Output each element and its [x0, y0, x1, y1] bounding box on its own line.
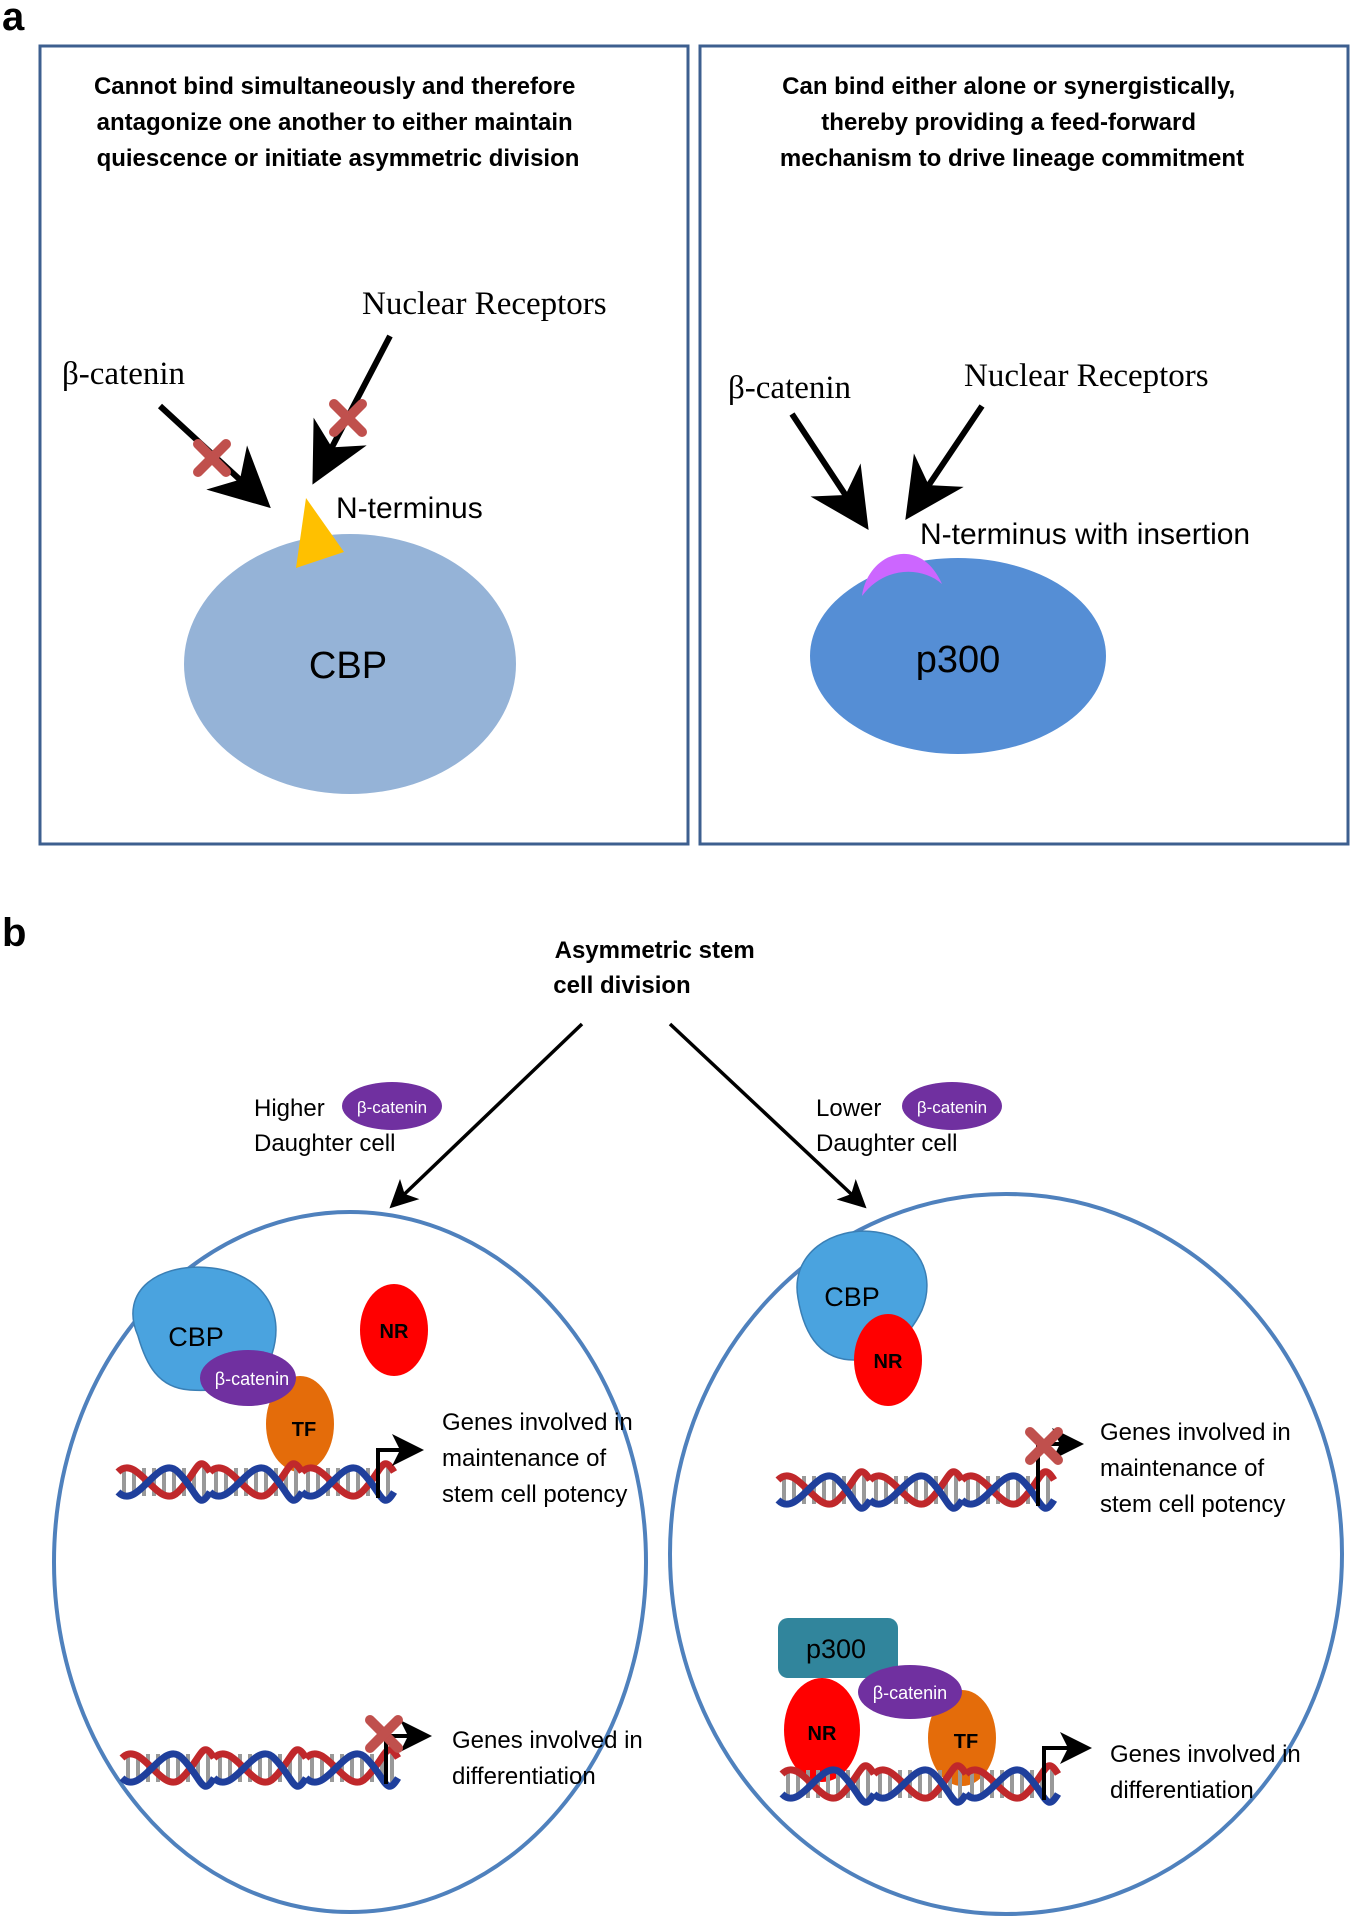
left-daughter-label: Daughter cell — [254, 1130, 395, 1157]
right-nr-top-label: NR — [874, 1351, 903, 1373]
left-promoter-arrow-1 — [376, 1434, 424, 1498]
p300-protein — [810, 558, 1106, 754]
left-beta-catenin-badge-label: β-catenin — [357, 1098, 427, 1117]
right-gene2-line-1: Genes involved in — [1110, 1741, 1301, 1768]
right-tf-label: TF — [954, 1731, 978, 1753]
right-genes-differentiation: Genes involved in differentiation — [1110, 1741, 1307, 1804]
right-beta-catenin-label: β-catenin — [728, 370, 851, 406]
left-beta-catenin — [200, 1350, 296, 1406]
left-tf — [266, 1376, 334, 1472]
left-level-label: Higher — [254, 1095, 325, 1122]
left-beta-catenin-block-icon — [198, 444, 226, 472]
left-nr-label: NR — [380, 1321, 409, 1343]
right-nr-bottom — [784, 1678, 860, 1782]
left-beta-catenin-badge — [342, 1082, 442, 1130]
right-daughter-label: Daughter cell — [816, 1130, 957, 1157]
right-nr-bottom-label: NR — [808, 1723, 837, 1745]
left-gene1-line-1: Genes involved in — [442, 1409, 633, 1436]
left-genes-differentiation: Genes involved in differentiation — [452, 1727, 649, 1790]
right-gene1-line-1: Genes involved in — [1100, 1419, 1291, 1446]
cbp-protein — [184, 534, 516, 794]
left-nuclear-receptors-label: Nuclear Receptors — [362, 286, 607, 322]
cbp-n-terminus-triangle — [296, 498, 344, 568]
left-genes-potency: Genes involved in maintenance of stem ce… — [442, 1409, 639, 1508]
left-cbp-label: CBP — [168, 1322, 224, 1352]
left-dna-2 — [122, 1750, 398, 1787]
left-dna-1 — [118, 1464, 394, 1501]
right-beta-catenin-label: β-catenin — [873, 1683, 947, 1703]
left-daughter-caption: Higher Daughter cell — [254, 1095, 395, 1157]
right-level-label: Lower — [816, 1095, 881, 1122]
right-nuclear-receptors-arrow — [905, 404, 985, 520]
right-beta-catenin-badge-label: β-catenin — [917, 1098, 987, 1117]
right-n-terminus-label: N-terminus with insertion — [920, 518, 1250, 551]
right-caption-line-3: mechanism to drive lineage commitment — [780, 145, 1244, 172]
panel-b-label: b — [2, 911, 26, 955]
left-daughter-cell — [52, 1210, 648, 1914]
left-gene1-line-2: maintenance of — [442, 1445, 606, 1472]
division-arrow-left — [389, 1022, 584, 1209]
left-gene2-line-1: Genes involved in — [452, 1727, 643, 1754]
right-beta-catenin-badge — [902, 1082, 1002, 1130]
cbp-protein-label: CBP — [309, 645, 387, 687]
left-beta-catenin-label: β-catenin — [62, 356, 185, 392]
right-promoter-arrow-2 — [1042, 1732, 1092, 1800]
right-beta-catenin-arrow — [789, 412, 869, 531]
right-daughter-cell — [668, 1192, 1344, 1916]
left-beta-catenin-label: β-catenin — [215, 1369, 289, 1389]
left-tf-label: TF — [292, 1419, 316, 1441]
p300-n-terminus-insertion — [862, 553, 942, 596]
right-dna-1 — [778, 1472, 1054, 1509]
right-dna-2 — [782, 1766, 1058, 1803]
right-caption-line-2: thereby providing a feed-forward — [821, 109, 1196, 136]
panel-a-right-box — [698, 44, 1350, 846]
left-nr-block-icon — [334, 404, 362, 432]
right-cbp-label: CBP — [824, 1282, 880, 1312]
left-box-caption: Cannot bind simultaneously and therefore… — [94, 73, 582, 172]
panel-b-title: Asymmetric stem cell division — [553, 937, 761, 999]
right-tf — [928, 1690, 996, 1786]
right-gene1-line-2: maintenance of — [1100, 1455, 1264, 1482]
right-gene1-line-3: stem cell potency — [1100, 1491, 1285, 1518]
left-n-terminus-label: N-terminus — [336, 492, 483, 525]
left-caption-line-3: quiescence or initiate asymmetric divisi… — [97, 145, 580, 172]
right-gene2-line-2: differentiation — [1110, 1777, 1254, 1804]
right-caption-line-1: Can bind either alone or synergistically… — [782, 73, 1235, 100]
right-p300-label: p300 — [806, 1634, 866, 1664]
panel-a-label: a — [2, 0, 25, 39]
panel-b-title-line-1: Asymmetric stem — [555, 937, 755, 964]
left-caption-line-1: Cannot bind simultaneously and therefore — [94, 73, 575, 100]
left-caption-line-2: antagonize one another to either maintai… — [97, 109, 573, 136]
right-genes-potency: Genes involved in maintenance of stem ce… — [1100, 1419, 1297, 1518]
right-daughter-caption: Lower Daughter cell — [816, 1095, 957, 1157]
division-arrow-right — [668, 1022, 867, 1209]
right-nuclear-receptors-label: Nuclear Receptors — [964, 358, 1209, 394]
left-gene1-line-3: stem cell potency — [442, 1481, 627, 1508]
left-gene2-line-2: differentiation — [452, 1763, 596, 1790]
right-box-caption: Can bind either alone or synergistically… — [780, 73, 1244, 172]
panel-b-title-line-2: cell division — [553, 972, 690, 999]
right-nr-top — [854, 1314, 922, 1406]
left-nr — [360, 1284, 428, 1376]
panel-a-left-box — [38, 44, 690, 846]
p300-protein-label: p300 — [916, 639, 1001, 681]
right-p300-box — [778, 1618, 898, 1678]
right-beta-catenin — [858, 1665, 962, 1719]
